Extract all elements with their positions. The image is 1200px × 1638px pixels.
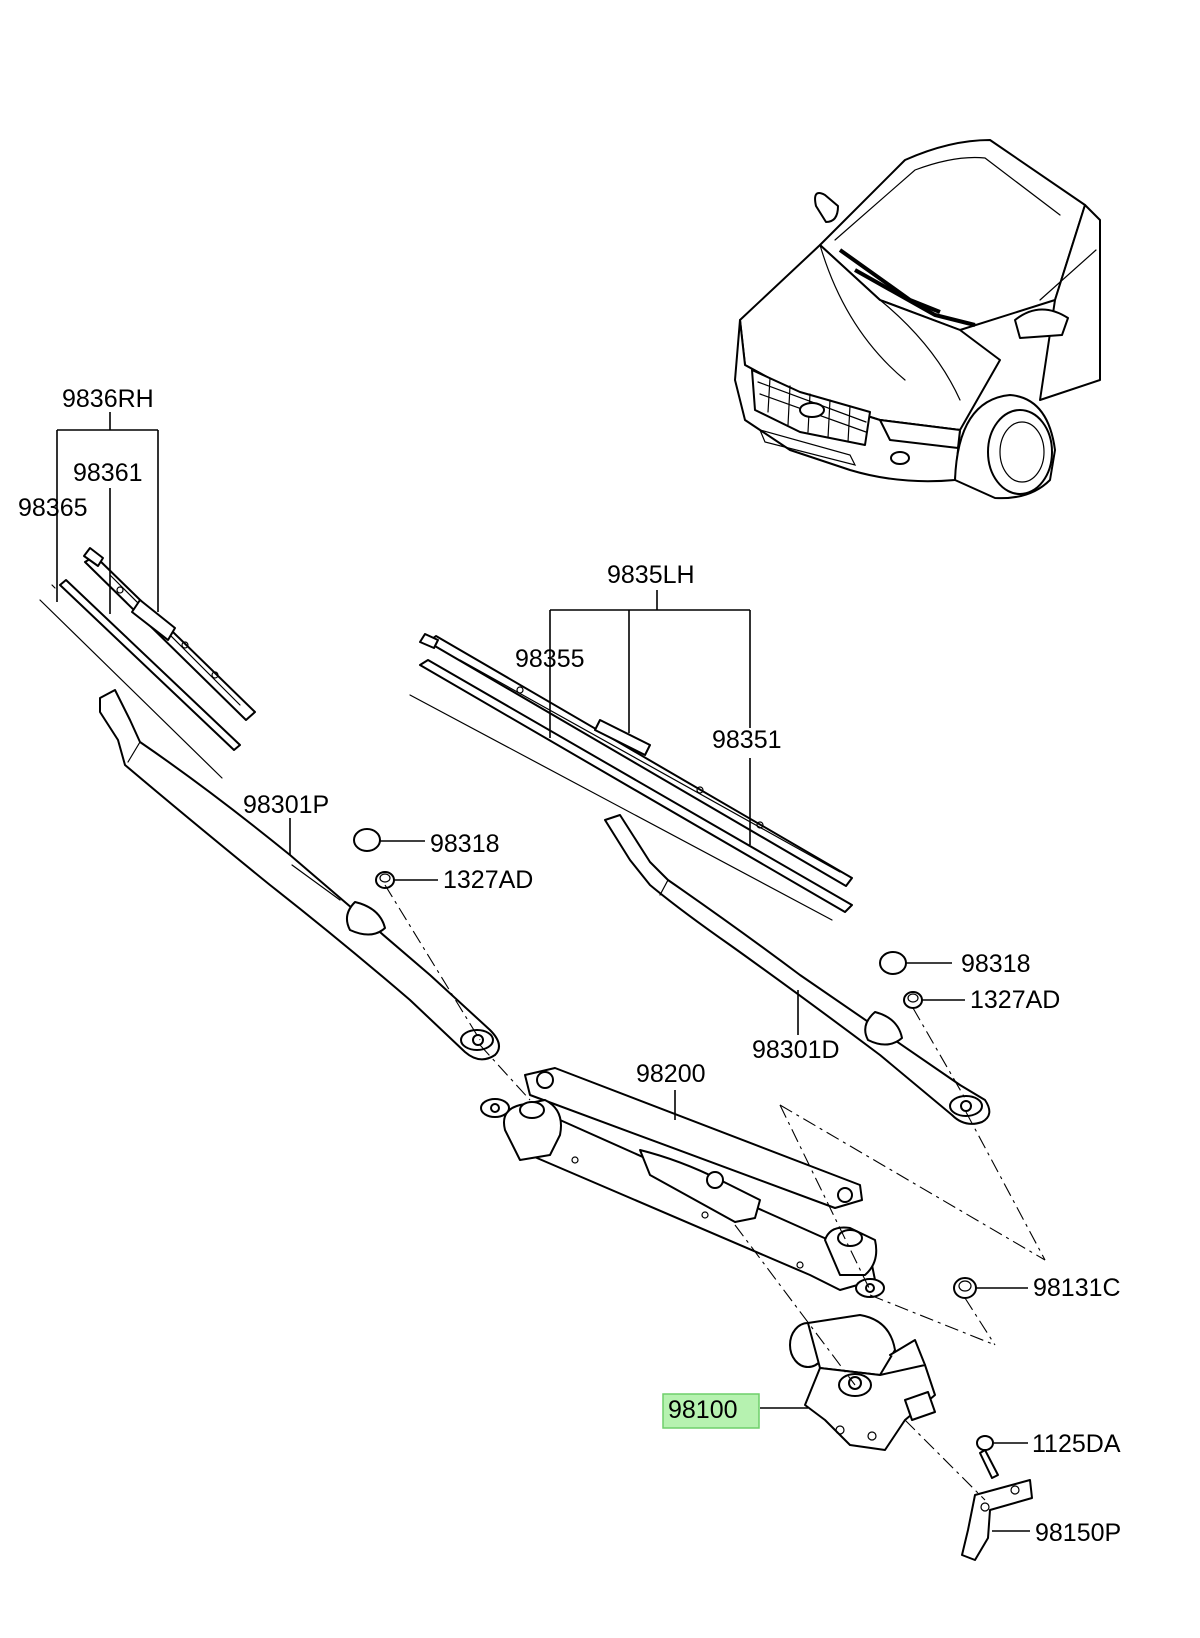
nut-lh	[903, 991, 923, 1009]
part-labels: 9836RH 98361 98365 98301P 98318 1327AD 9…	[18, 385, 1121, 1547]
label-1327ad-lh[interactable]: 1327AD	[970, 986, 1060, 1014]
wiper-blade-rh	[39, 547, 256, 779]
wiper-arm-driver	[604, 814, 991, 1125]
label-98318-lh[interactable]: 98318	[961, 950, 1031, 978]
car-illustration	[734, 139, 1101, 500]
label-98361[interactable]: 98361	[73, 459, 143, 487]
label-98200[interactable]: 98200	[636, 1060, 706, 1088]
label-98150p[interactable]: 98150P	[1035, 1519, 1121, 1547]
label-98100[interactable]: 98100	[668, 1396, 738, 1424]
wiper-linkage	[480, 1067, 885, 1298]
cap-lh	[879, 951, 907, 975]
label-98301d[interactable]: 98301D	[752, 1036, 840, 1064]
label-98365[interactable]: 98365	[18, 494, 88, 522]
label-98355[interactable]: 98355	[515, 645, 585, 673]
assembly-guide-lines	[384, 884, 1046, 1501]
label-1125da[interactable]: 1125DA	[1032, 1430, 1121, 1458]
highlight-box	[662, 1393, 760, 1429]
leader-lines	[56, 412, 1030, 1532]
label-98301p[interactable]: 98301P	[243, 791, 329, 819]
bracket	[961, 1479, 1033, 1561]
label-9836rh[interactable]: 9836RH	[62, 385, 154, 413]
label-98131c[interactable]: 98131C	[1033, 1274, 1121, 1302]
label-98318-rh[interactable]: 98318	[430, 830, 500, 858]
label-98351[interactable]: 98351	[712, 726, 782, 754]
label-1327ad-rh[interactable]: 1327AD	[443, 866, 533, 894]
bolt-motor	[976, 1435, 999, 1479]
label-9835lh[interactable]: 9835LH	[607, 561, 695, 589]
cap-rh	[353, 828, 381, 852]
wiper-blade-lh	[409, 633, 853, 921]
wiper-arm-passenger	[99, 689, 500, 1061]
wiper-motor	[789, 1314, 936, 1451]
bolt-linkage	[953, 1277, 977, 1299]
